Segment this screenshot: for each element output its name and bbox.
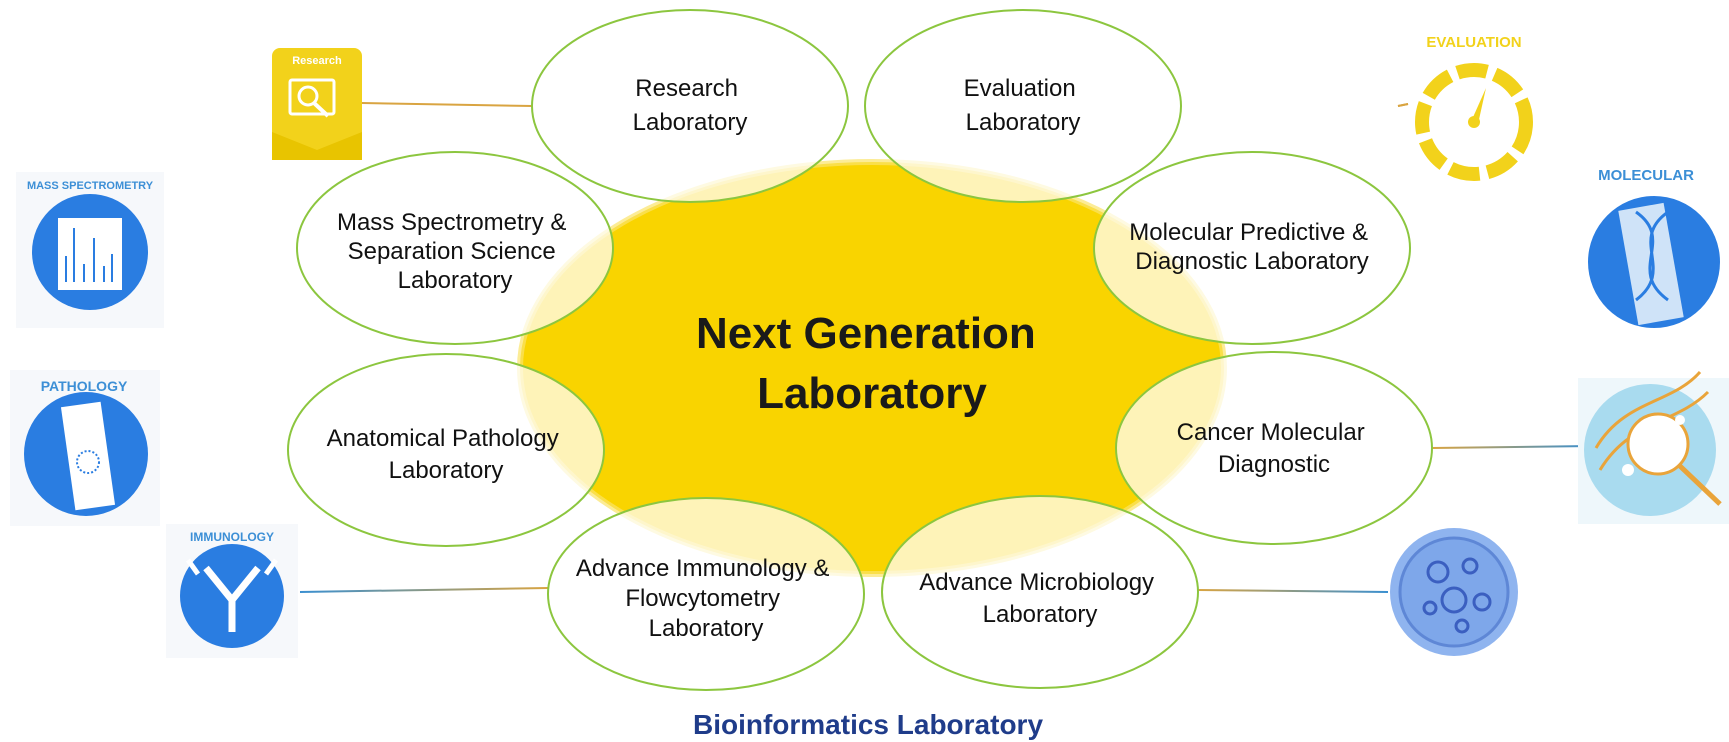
lab-node-research[interactable]: [531, 9, 849, 203]
lab-nodes: [287, 9, 1433, 691]
lab-node-cancer[interactable]: [1115, 351, 1433, 545]
research-icon-caption: Research: [292, 55, 342, 67]
lab-node-pathology[interactable]: [287, 353, 605, 547]
cancer-molecular-icon: [1578, 371, 1729, 524]
mass-spec-icon-caption: MASS SPECTROMETRY: [27, 180, 154, 192]
pathology-icon-caption: PATHOLOGY: [41, 378, 128, 394]
lab-label-research: Research Laboratory: [633, 75, 748, 136]
molecular-icon-caption: MOLECULAR: [1598, 167, 1694, 184]
microbiology-icon: [1390, 528, 1518, 656]
lab-node-immunology[interactable]: [547, 497, 865, 691]
mass-spectrometry-icon: MASS SPECTROMETRY: [16, 172, 164, 328]
immunology-icon: IMMUNOLOGY: [166, 524, 298, 658]
connector-immunology: [299, 587, 549, 593]
lab-label-pathology: Anatomical Pathology Laboratory: [327, 425, 566, 484]
center-title: Next Generation Laboratory: [696, 309, 1048, 418]
center-ellipse: [520, 162, 1224, 574]
evaluation-icon-caption: EVALUATION: [1426, 34, 1521, 51]
research-icon: Research: [272, 48, 362, 160]
lab-label-molecular: Molecular Predictive & Diagnostic Labora…: [1129, 219, 1374, 275]
lab-node-microbiology[interactable]: [881, 495, 1199, 689]
lab-label-mass-spec: Mass Spectrometry & Separation Science L…: [337, 209, 573, 294]
lab-node-molecular[interactable]: [1093, 151, 1411, 345]
connector-evaluation-b: [1397, 103, 1409, 107]
pathology-icon: PATHOLOGY: [10, 370, 160, 526]
lab-label-immunology: Advance Immunology & Flowcytometry Labor…: [576, 555, 836, 642]
footer-title: Bioinformatics Laboratory: [693, 709, 1043, 740]
connector-research: [361, 102, 533, 107]
lab-label-microbiology: Advance Microbiology Laboratory: [919, 569, 1160, 628]
connector-cancer: [1431, 445, 1593, 449]
evaluation-icon: EVALUATION: [1415, 34, 1533, 181]
lab-label-cancer: Cancer Molecular Diagnostic: [1177, 419, 1372, 478]
connector-microbiology: [1197, 589, 1389, 593]
lab-label-evaluation: Evaluation Laboratory: [964, 75, 1083, 136]
immunology-icon-caption: IMMUNOLOGY: [190, 530, 274, 544]
lab-node-mass-spec[interactable]: [296, 151, 614, 345]
lab-node-evaluation[interactable]: [864, 9, 1182, 203]
lab-labels: Research Laboratory Evaluation Laborator…: [327, 75, 1374, 642]
molecular-icon: MOLECULAR: [1588, 167, 1720, 328]
connectors: [160, 102, 1593, 593]
